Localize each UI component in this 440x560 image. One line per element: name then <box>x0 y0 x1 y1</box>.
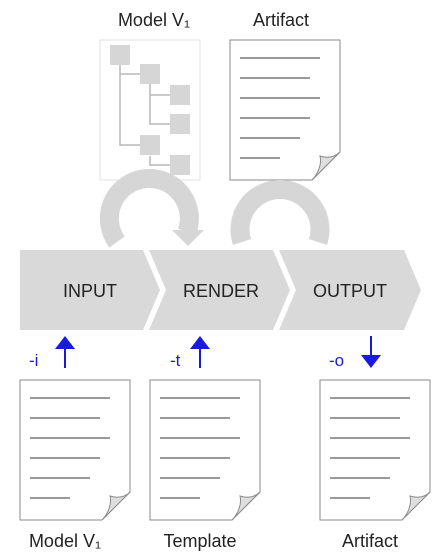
bottom-model-document-icon <box>19 379 131 521</box>
template-flag: -t <box>170 351 181 370</box>
tree-node <box>140 135 160 155</box>
bottom-template-label: Template <box>163 531 236 551</box>
arrow-down-icon <box>361 336 381 368</box>
render-stage-label: RENDER <box>183 281 259 301</box>
output-flag: -o <box>329 351 344 370</box>
tree-node-root <box>110 45 130 65</box>
render-stage <box>149 250 290 330</box>
top-model-label: Model V₁ <box>118 10 190 30</box>
tree-structure-icon <box>99 39 201 181</box>
bottom-model-label: Model V₁ <box>29 531 101 551</box>
loop-arc-icon <box>230 180 330 245</box>
top-artifact-document-icon <box>229 39 341 181</box>
input-stage-label: INPUT <box>63 281 117 301</box>
output-stage <box>279 250 421 330</box>
tree-node <box>170 155 190 175</box>
arrow-up-icon <box>190 336 210 368</box>
tree-node <box>170 114 190 134</box>
arrow-up-icon <box>55 336 75 368</box>
output-stage-label: OUTPUT <box>313 281 387 301</box>
loop-arc-icon <box>99 168 204 248</box>
bottom-artifact-document-icon <box>319 379 431 521</box>
input-stage <box>20 250 160 330</box>
tree-node <box>140 64 160 84</box>
top-artifact-label: Artifact <box>253 10 309 30</box>
input-flag: -i <box>29 351 38 370</box>
bottom-template-document-icon <box>149 379 261 521</box>
bottom-artifact-label: Artifact <box>342 531 398 551</box>
tree-node <box>170 85 190 105</box>
